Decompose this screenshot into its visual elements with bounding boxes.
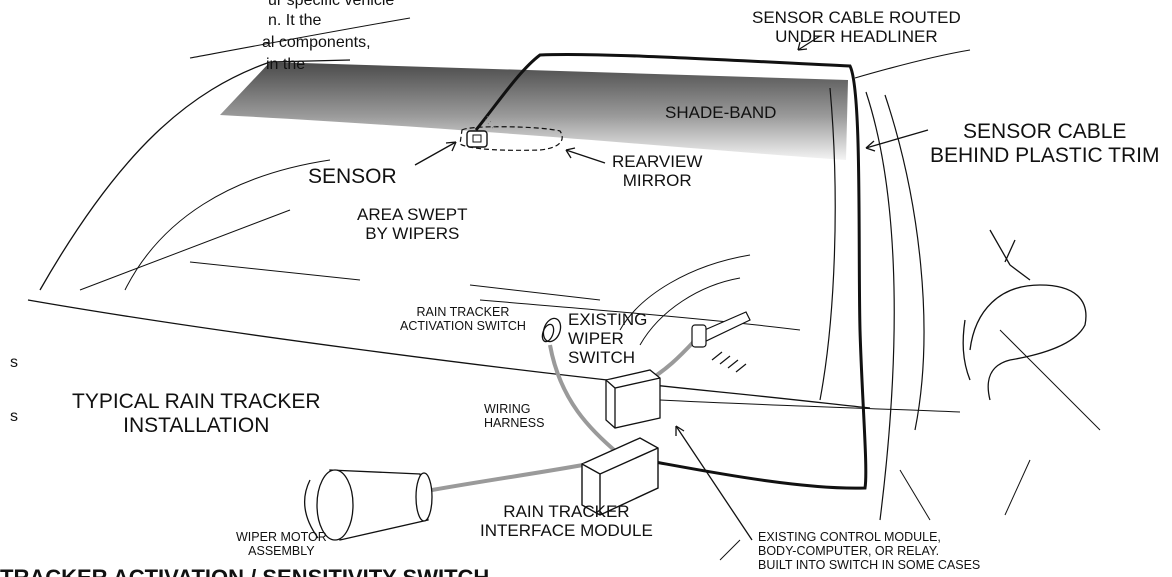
a-pillar-line-2 (866, 92, 894, 520)
page-fragment-top-4: in the (266, 56, 305, 74)
wiper-arc-3 (640, 278, 740, 345)
a-pillar-line-3 (885, 95, 924, 430)
wiper-arc-1 (125, 160, 330, 290)
activation-switch-drawing (540, 316, 563, 344)
page-fragment-top-3: al components, (262, 34, 371, 52)
page-fragment-top-1: ur specific vehicle (268, 0, 394, 10)
label-interface-module: RAIN TRACKER INTERFACE MODULE (480, 502, 653, 540)
wiper-blade-3 (470, 285, 600, 300)
label-rearview-mirror: REARVIEW MIRROR (612, 152, 702, 190)
wiper-switch-box (606, 370, 660, 428)
wiper-blade-1 (80, 210, 290, 290)
bottom-heading: TRACKER ACTIVATION / SENSITIVITY SWITCH (0, 565, 489, 577)
label-control-module: EXISTING CONTROL MODULE, BODY-COMPUTER, … (758, 530, 980, 572)
label-sensor-cable-routed: SENSOR CABLE ROUTED UNDER HEADLINER (752, 8, 961, 46)
label-wiring-harness: WIRING HARNESS (484, 402, 544, 430)
label-sensor-cable-trim: SENSOR CABLE BEHIND PLASTIC TRIM (930, 120, 1159, 167)
label-wiper-motor: WIPER MOTOR ASSEMBLY (236, 530, 327, 558)
label-existing-wiper-switch: EXISTING WIPER SWITCH (568, 310, 647, 367)
label-activation-switch: RAIN TRACKER ACTIVATION SWITCH (400, 305, 526, 333)
side-mirror-drawing (963, 230, 1086, 400)
roof-edge-right (855, 50, 970, 78)
body-lines (720, 330, 1100, 560)
page-fragment-left-2: s (10, 408, 18, 426)
page-fragment-top-2: n. It the (268, 12, 321, 30)
label-area-swept: AREA SWEPT BY WIPERS (357, 205, 468, 243)
page-fragment-left-1: s (10, 354, 18, 372)
label-sensor: SENSOR (308, 165, 397, 189)
wiper-blade-2 (190, 262, 360, 280)
diagram-title: TYPICAL RAIN TRACKER INSTALLATION (72, 390, 321, 437)
label-shade-band: SHADE-BAND (665, 103, 776, 122)
